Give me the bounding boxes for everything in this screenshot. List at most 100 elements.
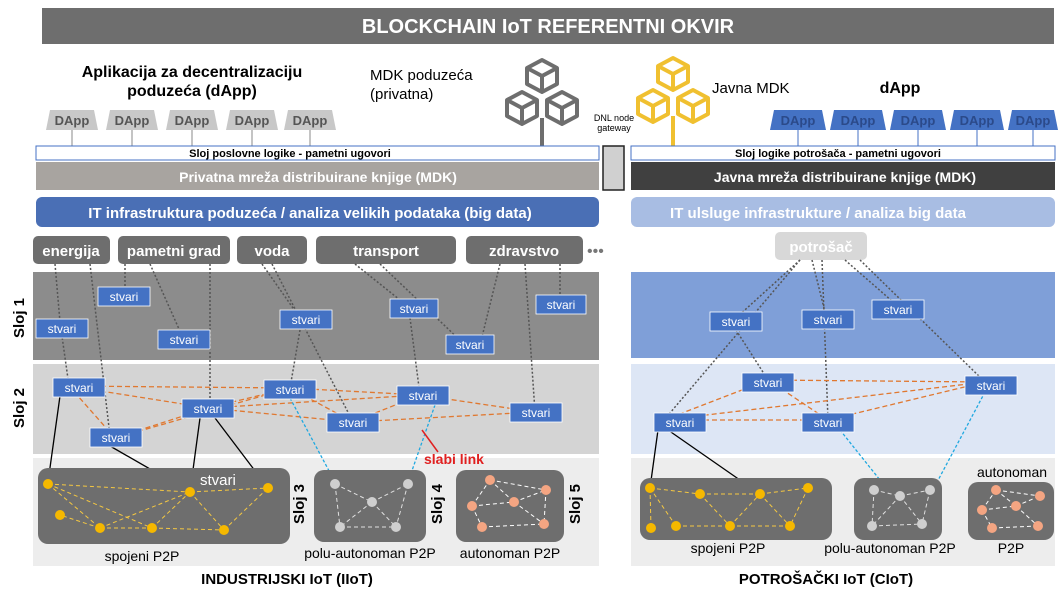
- left-weak-links: [289, 397, 436, 483]
- svg-text:stvari: stvari: [170, 333, 199, 347]
- svg-text:stvari: stvari: [884, 303, 913, 317]
- svg-text:DApp: DApp: [960, 113, 995, 128]
- thing-l1-1[interactable]: stvari: [97, 286, 151, 307]
- svg-text:stvari: stvari: [814, 313, 843, 327]
- right-weak-links: [839, 391, 986, 491]
- svg-text:DApp: DApp: [235, 113, 270, 128]
- svg-text:DApp: DApp: [841, 113, 876, 128]
- gateway-label-line2: gateway: [597, 123, 631, 133]
- svg-text:stvari: stvari: [102, 431, 131, 445]
- thing-r2-1[interactable]: stvari: [741, 372, 795, 393]
- right-ledger-label: Javna mreža distribuirane knjige (MDK): [714, 169, 976, 185]
- svg-text:stvari: stvari: [456, 338, 485, 352]
- left-dapp-heading-line2: poduzeća (dApp): [127, 83, 257, 100]
- right-consumer-logic-bar: [630, 145, 1056, 161]
- left-semi-autonomous-p2p-label: polu-autonoman P2P: [304, 545, 436, 561]
- svg-text:DApp: DApp: [1016, 113, 1051, 128]
- svg-text:stvari: stvari: [292, 313, 321, 327]
- right-dapp-3[interactable]: DApp: [890, 110, 946, 146]
- right-it-infra-bar: [631, 197, 1055, 227]
- thing-l1-4[interactable]: stvari: [279, 309, 333, 330]
- left-dapp-heading-line1: Aplikacija za decentralizaciju: [82, 64, 303, 81]
- right-connected-p2p-label: spojeni P2P: [691, 540, 766, 556]
- left-footer-label: INDUSTRIJSKI IoT (IIoT): [201, 571, 373, 588]
- right-dapp-2[interactable]: DApp: [830, 110, 886, 146]
- thing-l1-2[interactable]: stvari: [35, 318, 89, 339]
- left-business-logic-bar: [35, 145, 600, 161]
- thing-l2-3[interactable]: stvari: [89, 427, 143, 448]
- right-ledger-bar: [631, 162, 1055, 190]
- svg-text:stvari: stvari: [48, 322, 77, 336]
- layer5-label: Sloj 5: [567, 484, 584, 524]
- svg-text:DApp: DApp: [55, 113, 90, 128]
- left-connected-things-label: stvari: [200, 472, 236, 489]
- left-dapp-row: DApp DApp DApp DApp DApp: [46, 110, 336, 146]
- svg-text:stvari: stvari: [814, 416, 843, 430]
- right-dapp-5[interactable]: DApp: [1008, 110, 1058, 146]
- svg-text:voda: voda: [254, 243, 290, 260]
- svg-text:stvari: stvari: [400, 302, 429, 316]
- thing-l2-5[interactable]: stvari: [326, 412, 380, 433]
- thing-r1-3[interactable]: stvari: [871, 299, 925, 320]
- thing-r1-2[interactable]: stvari: [801, 309, 855, 330]
- left-dapp-3[interactable]: DApp: [166, 110, 218, 146]
- svg-text:stvari: stvari: [409, 389, 438, 403]
- thing-l1-7[interactable]: stvari: [445, 334, 495, 355]
- sector-transport[interactable]: transport: [316, 236, 456, 264]
- svg-text:DApp: DApp: [781, 113, 816, 128]
- svg-text:stvari: stvari: [977, 379, 1006, 393]
- mdk-private-line1: MDK poduzeća: [370, 67, 473, 84]
- thing-l1-3[interactable]: stvari: [157, 329, 211, 350]
- thing-l2-2[interactable]: stvari: [181, 398, 235, 419]
- thing-r2-3[interactable]: stvari: [653, 412, 707, 433]
- right-dapp-heading: dApp: [880, 80, 921, 97]
- right-dapp-4[interactable]: DApp: [950, 110, 1004, 146]
- svg-text:stvari: stvari: [666, 416, 695, 430]
- thing-l2-7[interactable]: stvari: [509, 402, 563, 423]
- svg-text:stvari: stvari: [722, 315, 751, 329]
- right-dapp-1[interactable]: DApp: [770, 110, 826, 146]
- svg-text:stvari: stvari: [522, 406, 551, 420]
- right-semi-autonomous-p2p-group: [854, 478, 942, 540]
- sector-zdravstvo[interactable]: zdravstvo: [466, 236, 583, 264]
- right-consumer-logic-label: Sloj logike potrošača - pametni ugovori: [735, 148, 941, 160]
- sector-energija[interactable]: energija: [33, 236, 110, 264]
- svg-text:stvari: stvari: [65, 381, 94, 395]
- weak-link-label: slabi link: [424, 451, 484, 467]
- left-dapp-2[interactable]: DApp: [106, 110, 158, 146]
- right-footer-label: POTROŠAČKI IoT (CIoT): [739, 570, 913, 588]
- left-ledger-bar: [36, 162, 599, 190]
- sectors-more-ellipsis: •••: [587, 243, 604, 260]
- mdk-private-line2: (privatna): [370, 86, 433, 103]
- right-consumer-links: [663, 259, 986, 421]
- thing-r2-2[interactable]: stvari: [964, 375, 1018, 396]
- left-connected-p2p-group: stvari: [38, 468, 290, 544]
- left-it-infra-label: IT infrastruktura poduzeća / analiza vel…: [88, 205, 531, 222]
- left-dapp-5[interactable]: DApp: [284, 110, 336, 146]
- title-bar: [42, 8, 1054, 44]
- svg-text:DApp: DApp: [901, 113, 936, 128]
- thing-l1-5[interactable]: stvari: [389, 298, 439, 319]
- layer2-label: Sloj 2: [11, 388, 28, 428]
- left-business-logic-label: Sloj poslovne logike - pametni ugovori: [189, 148, 391, 160]
- thing-r2-4[interactable]: stvari: [801, 412, 855, 433]
- thing-r1-1[interactable]: stvari: [709, 311, 763, 332]
- thing-l1-6[interactable]: stvari: [535, 294, 587, 315]
- right-connected-p2p-group: [640, 478, 832, 540]
- thing-l2-1[interactable]: stvari: [52, 377, 106, 398]
- left-dapp-1[interactable]: DApp: [46, 110, 98, 146]
- consumer-box[interactable]: potrošač: [775, 232, 867, 260]
- sector-pametni-grad[interactable]: pametni grad: [118, 236, 230, 264]
- svg-text:stvari: stvari: [547, 298, 576, 312]
- right-autonomous-p2p-group: [968, 482, 1054, 540]
- sector-voda[interactable]: voda: [237, 236, 307, 264]
- svg-text:DApp: DApp: [115, 113, 150, 128]
- thing-l2-4[interactable]: stvari: [263, 379, 317, 400]
- left-semi-autonomous-p2p-group: [314, 470, 426, 542]
- left-dapp-4[interactable]: DApp: [226, 110, 278, 146]
- right-autonomous-label-line2: P2P: [998, 540, 1024, 556]
- thing-l2-6[interactable]: stvari: [396, 385, 450, 406]
- left-connected-p2p-label: spojeni P2P: [105, 548, 180, 564]
- layer4-label: Sloj 4: [429, 483, 446, 524]
- svg-text:stvari: stvari: [194, 402, 223, 416]
